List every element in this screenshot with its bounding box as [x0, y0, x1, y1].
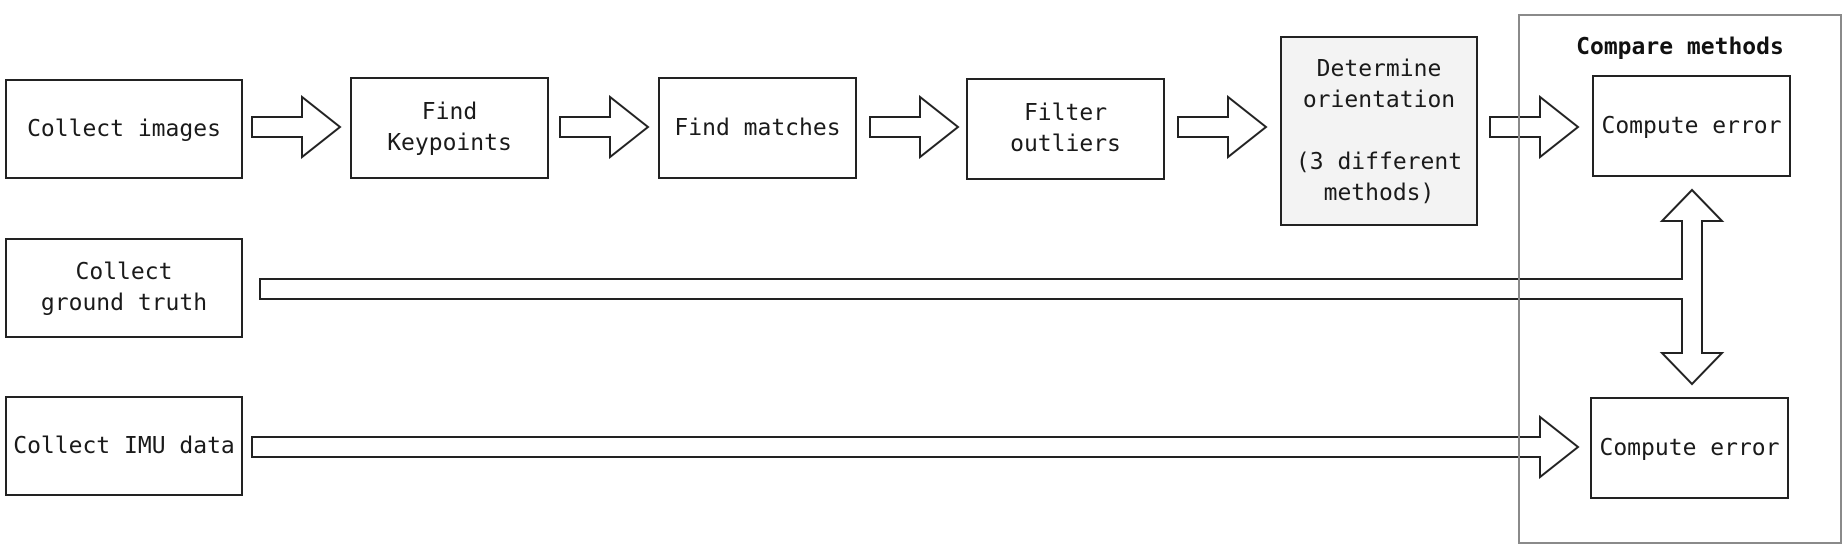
- find-keypoints-box: Find Keypoints: [350, 77, 549, 179]
- collect-images-box: Collect images: [5, 79, 243, 179]
- filter-outliers-box: Filter outliers: [966, 78, 1165, 180]
- determine-orientation-label: Determine orientation (3 different metho…: [1295, 55, 1463, 206]
- find-keypoints-label: Find Keypoints: [387, 99, 512, 156]
- collect-imu-box: Collect IMU data: [5, 396, 243, 496]
- arrow-filter-outliers-to-determine-orientation: [1177, 94, 1268, 160]
- collect-imu-label: Collect IMU data: [13, 432, 235, 459]
- compute-error-bottom-box: Compute error: [1590, 397, 1789, 499]
- arrow-ground-truth-to-compute-errors: [259, 188, 1725, 386]
- compare-methods-group: Compare methods: [1518, 14, 1842, 544]
- arrow-imu-to-compute-error: [251, 414, 1580, 480]
- arrow-collect-images-to-find-keypoints: [251, 94, 342, 160]
- collect-images-label: Collect images: [27, 115, 221, 142]
- arrow-find-matches-to-filter-outliers: [869, 94, 960, 160]
- collect-ground-truth-label: Collect ground truth: [40, 259, 208, 316]
- arrow-find-keypoints-to-find-matches: [559, 94, 650, 160]
- collect-ground-truth-box: Collect ground truth: [5, 238, 243, 338]
- compute-error-top-label: Compute error: [1601, 112, 1782, 139]
- compute-error-top-box: Compute error: [1592, 75, 1791, 177]
- compute-error-bottom-label: Compute error: [1599, 434, 1780, 461]
- determine-orientation-box: Determine orientation (3 different metho…: [1280, 36, 1478, 226]
- compare-methods-title: Compare methods: [1576, 34, 1784, 60]
- arrow-determine-orientation-to-compute-error: [1489, 94, 1580, 160]
- find-matches-box: Find matches: [658, 77, 857, 179]
- find-matches-label: Find matches: [674, 114, 841, 141]
- filter-outliers-label: Filter outliers: [1010, 100, 1121, 157]
